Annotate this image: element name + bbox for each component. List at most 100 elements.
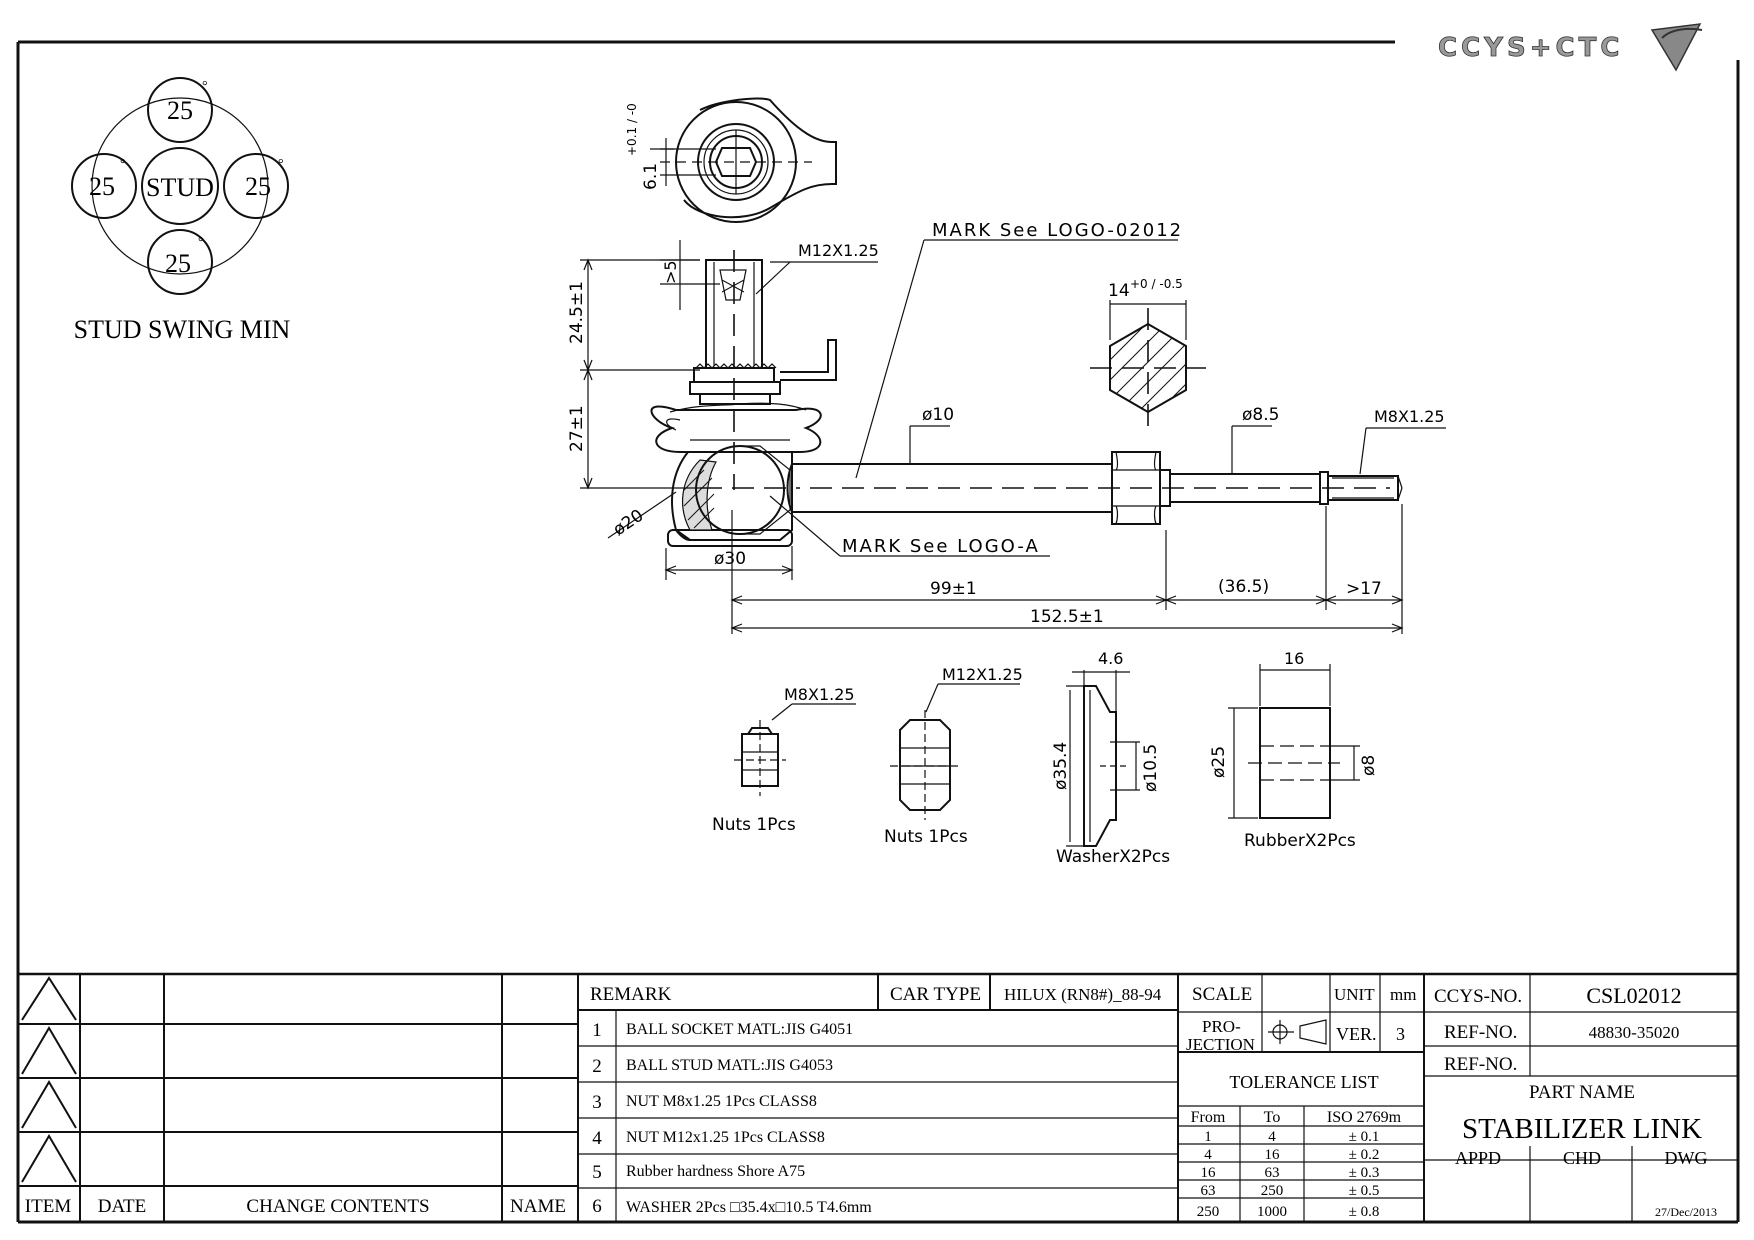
remark-no: 5	[592, 1162, 602, 1183]
svg-text:°: °	[202, 79, 208, 94]
drawing-date: 27/Dec/2013	[1655, 1205, 1717, 1219]
part-rubber: 16 ø25 ø8 RubberX2Pcs	[1209, 649, 1379, 851]
swing-caption: STUD SWING MIN	[74, 315, 291, 344]
part-nut-m12: M12X1.25 Nuts 1Pcs	[884, 665, 1023, 847]
label-phi85: ø8.5	[1242, 405, 1279, 425]
dim-hex-14-tol: +0 / -0.5	[1130, 277, 1183, 291]
label-phi10: ø10	[922, 405, 954, 425]
chd-label: CHD	[1563, 1148, 1601, 1168]
dim-99: 99±1	[930, 579, 977, 599]
label-phi20: ø20	[610, 506, 648, 541]
remark-text: NUT M12x1.25 1Pcs CLASS8	[626, 1129, 825, 1146]
remark-text: BALL SOCKET MATL:JIS G4051	[626, 1021, 853, 1038]
tolerance-cell: 63	[1265, 1165, 1280, 1181]
revision-triangle-icon	[21, 1134, 77, 1183]
ccys-no-value: CSL02012	[1586, 983, 1681, 1008]
washer-outer: ø35.4	[1051, 742, 1071, 790]
tol-header-to: To	[1264, 1109, 1281, 1126]
rev-header-item: ITEM	[25, 1196, 72, 1217]
washer-caption: WasherX2Pcs	[1056, 847, 1170, 867]
tolerance-cell: 16	[1201, 1165, 1217, 1181]
label-phi30: ø30	[714, 549, 746, 569]
washer-thick: 4.6	[1098, 649, 1123, 668]
rev-header-date: DATE	[98, 1196, 147, 1217]
tolerance-cell: 250	[1197, 1204, 1220, 1220]
svg-text:°: °	[120, 157, 126, 172]
swing-left: 25	[89, 172, 115, 201]
tolerance-cell: 4	[1268, 1129, 1276, 1145]
label-mark-logo-02012: MARK See LOGO-02012	[932, 220, 1183, 241]
dim-24-5: 24.5±1	[567, 281, 587, 344]
tolerance-cell: ± 0.2	[1349, 1147, 1380, 1163]
rev-header-name: NAME	[510, 1196, 566, 1217]
scale-label: SCALE	[1192, 984, 1252, 1005]
sheet-border	[16, 40, 1740, 1224]
ref-no-label: REF-NO.	[1444, 1022, 1517, 1043]
top-view: 6.1 +0.1 / -0	[625, 97, 837, 223]
revision-triangle-icon	[21, 1080, 77, 1129]
remark-header: REMARK	[590, 984, 672, 1005]
ccys-no-label: CCYS-NO.	[1434, 986, 1522, 1007]
part-washer: 4.6 ø35.4 ø10.5 WasherX2Pcs	[1051, 649, 1170, 867]
tolerance-cell: 1000	[1257, 1204, 1287, 1220]
tol-header-std: ISO 2769m	[1327, 1109, 1402, 1126]
dim-gt17: >17	[1346, 579, 1382, 599]
svg-text:PRO-: PRO-	[1202, 1017, 1241, 1036]
appd-label: APPD	[1455, 1148, 1501, 1168]
main-dimensions: 24.5±1 27±1 >5 M12X1.25 MARK See LOGO-02…	[567, 220, 1446, 634]
tolerance-cell: 4	[1204, 1147, 1212, 1163]
company-logo: CCYS+CTC	[1438, 23, 1703, 72]
nut-m12-caption: Nuts 1Pcs	[884, 827, 968, 847]
tolerance-title: TOLERANCE LIST	[1229, 1072, 1378, 1092]
projection-symbol-icon	[1268, 1019, 1327, 1045]
svg-text:°: °	[198, 235, 204, 250]
tolerance-cell: ± 0.3	[1349, 1165, 1380, 1181]
car-type-value: HILUX (RN8#)_88-94	[1004, 985, 1162, 1004]
nut-m12-thread: M12X1.25	[942, 665, 1023, 684]
main-side-view	[650, 250, 1403, 547]
dim-152-5: 152.5±1	[1030, 607, 1104, 627]
tolerance-cell: 1	[1204, 1129, 1212, 1145]
logo-text: CCYS+CTC	[1438, 33, 1623, 63]
dim-27: 27±1	[567, 405, 587, 452]
rubber-inner: ø8	[1359, 755, 1379, 776]
swing-center-label: STUD	[146, 173, 214, 202]
nut-m8-caption: Nuts 1Pcs	[712, 815, 796, 835]
dwg-label: DWG	[1665, 1148, 1708, 1168]
ver-value: 3	[1396, 1024, 1405, 1044]
unit-value: mm	[1390, 985, 1416, 1004]
revision-triangle-icon	[21, 1026, 77, 1075]
tol-header-from: From	[1191, 1109, 1226, 1126]
washer-inner: ø10.5	[1141, 744, 1161, 792]
hex-section: 14 +0 / -0.5	[1090, 277, 1206, 430]
dim-gt5: >5	[661, 260, 680, 284]
swing-right: 25	[245, 172, 271, 201]
svg-text:°: °	[278, 157, 284, 172]
ref-no2-label: REF-NO.	[1444, 1054, 1517, 1075]
stud-swing-diagram: 25 ° STUD 25 ° 25 ° 25 ° STUD SWING MIN	[71, 77, 291, 344]
tolerance-cell: ± 0.8	[1349, 1204, 1380, 1220]
label-m12-top: M12X1.25	[798, 241, 879, 260]
label-mark-logo-a: MARK See LOGO-A	[842, 536, 1040, 557]
ref-no-value: 48830-35020	[1589, 1023, 1680, 1042]
nut-m8-thread: M8X1.25	[784, 685, 855, 704]
tolerance-cell: 63	[1201, 1183, 1216, 1199]
tolerance-cell: ± 0.5	[1349, 1183, 1380, 1199]
rubber-outer: ø25	[1209, 746, 1229, 778]
car-type-label: CAR TYPE	[890, 984, 981, 1005]
dim-6-1: 6.1	[641, 163, 661, 190]
remark-text: NUT M8x1.25 1Pcs CLASS8	[626, 1093, 817, 1110]
remark-no: 2	[592, 1056, 602, 1077]
rubber-caption: RubberX2Pcs	[1244, 831, 1356, 851]
remark-no: 6	[592, 1196, 602, 1217]
part-name-value: STABILIZER LINK	[1462, 1113, 1702, 1145]
tolerance-cell: 250	[1261, 1183, 1284, 1199]
revision-triangle-icon	[21, 976, 77, 1021]
remark-no: 1	[592, 1020, 602, 1041]
ver-label: VER.	[1336, 1024, 1377, 1044]
swing-bottom: 25	[165, 249, 191, 278]
title-block: ITEM DATE CHANGE CONTENTS NAME REMARK CA…	[18, 972, 1738, 1222]
part-nut-m8: M8X1.25 Nuts 1Pcs	[712, 685, 856, 835]
dim-36-5: (36.5)	[1218, 577, 1269, 597]
